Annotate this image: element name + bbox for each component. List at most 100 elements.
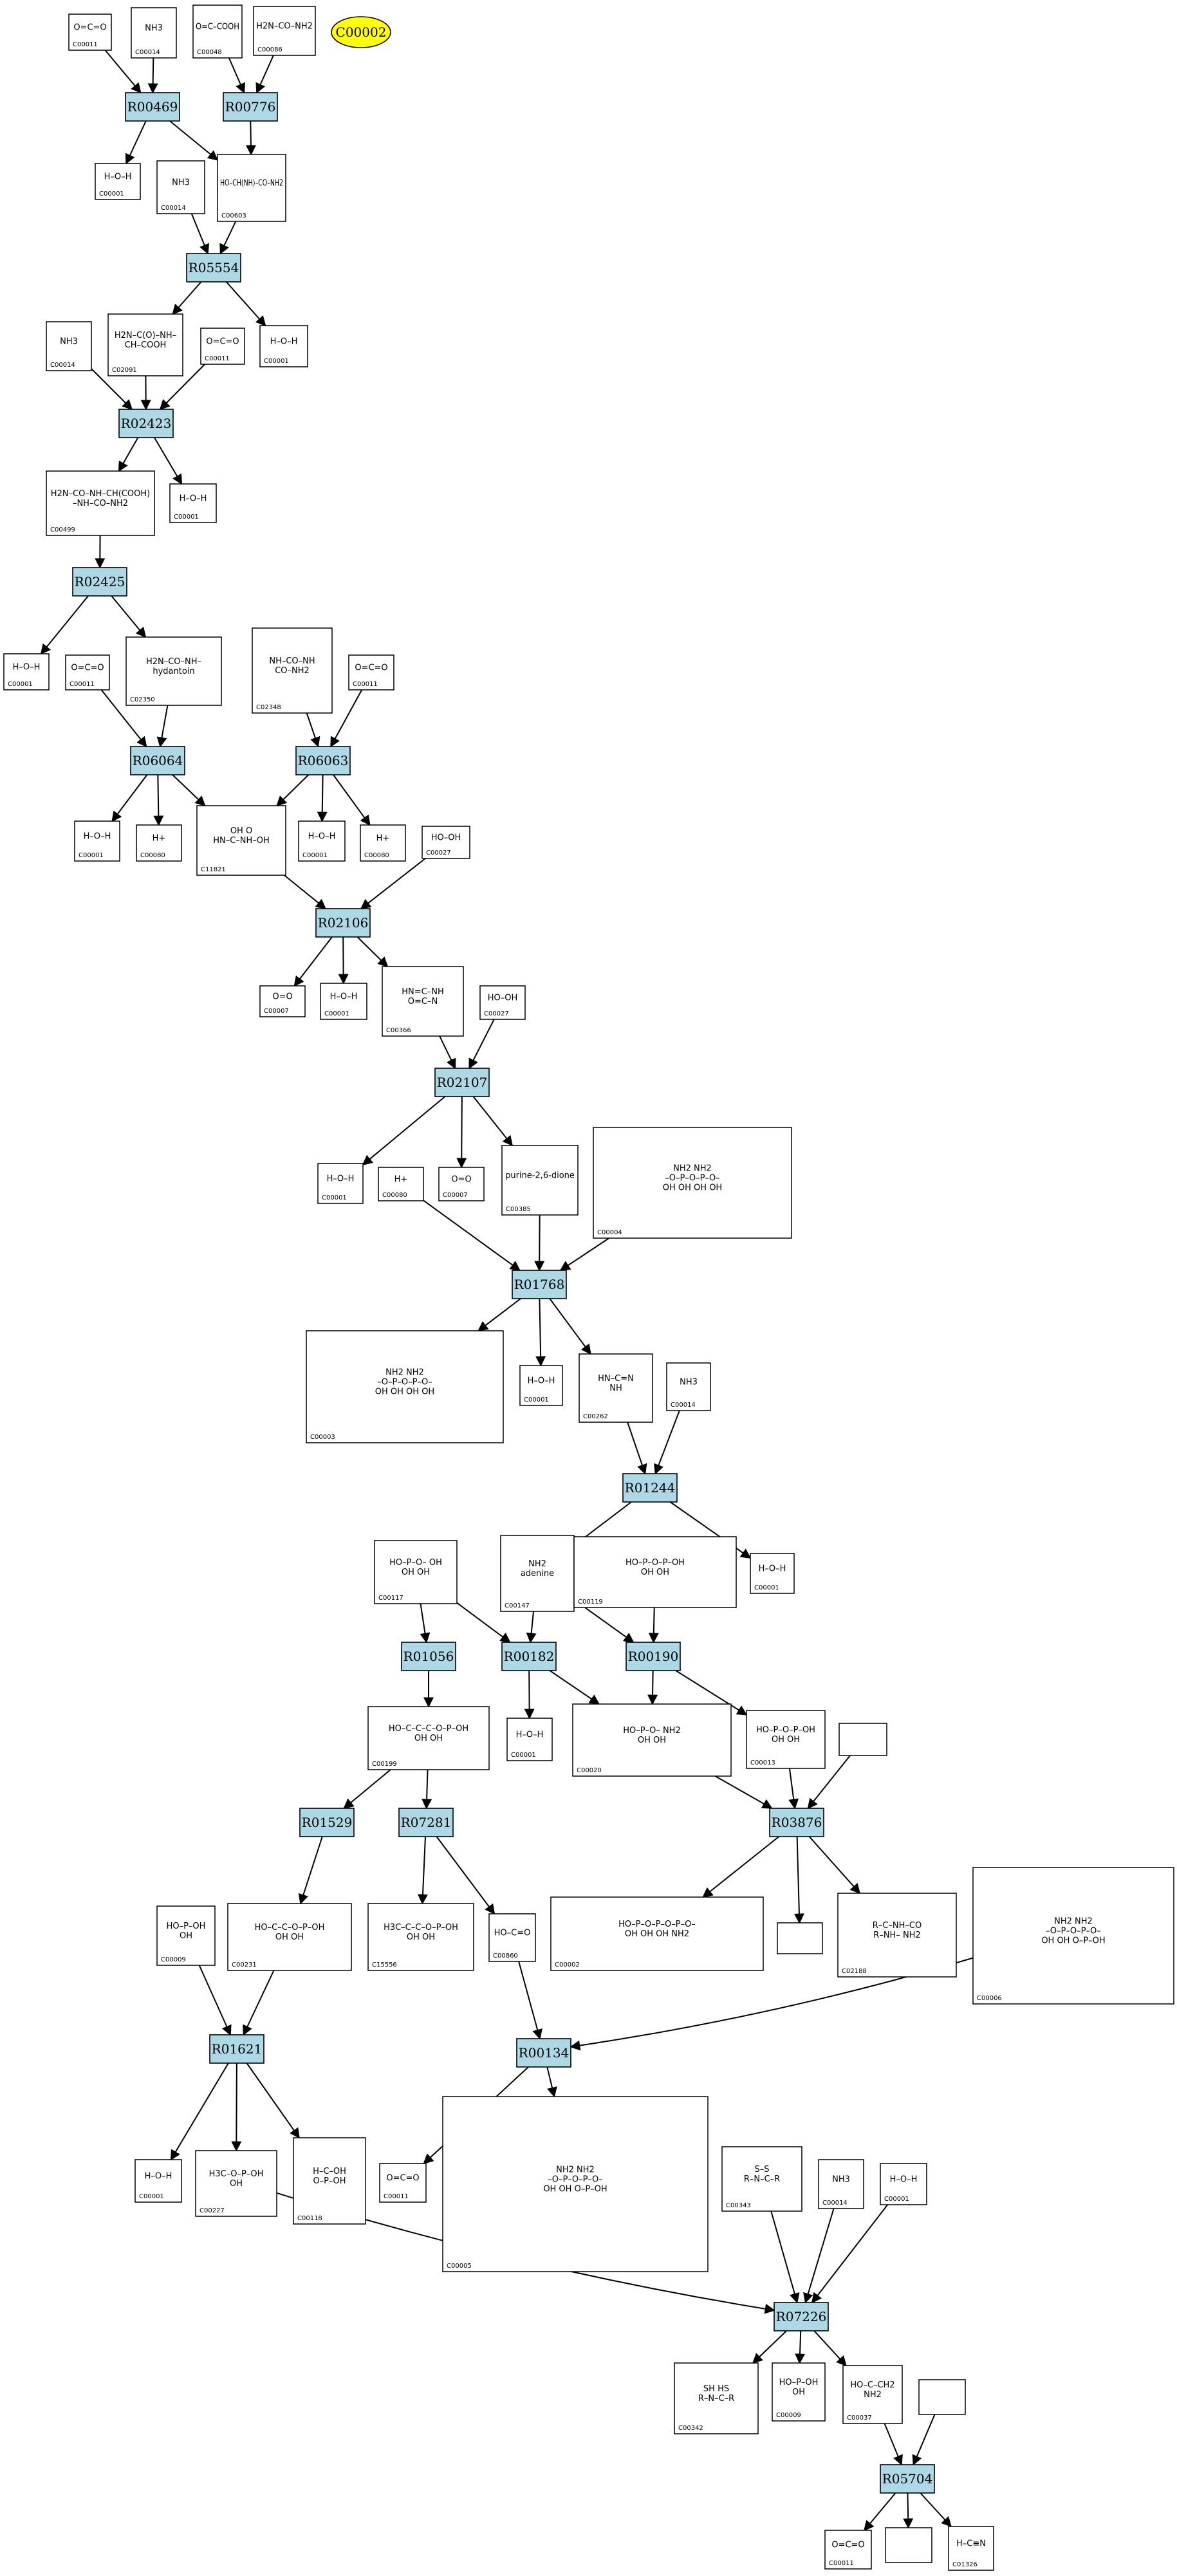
compound-box[interactable] [131,7,177,59]
compound-box[interactable] [367,1706,490,1770]
reaction-box[interactable] [130,746,185,775]
compound-box[interactable] [818,2159,864,2209]
compound-box[interactable] [253,6,316,56]
compound-box[interactable] [252,627,333,714]
compound-blank-n4[interactable] [918,2379,966,2415]
reaction-box[interactable] [774,2302,829,2331]
compound-box[interactable] [298,820,346,862]
compound-box[interactable] [348,654,394,690]
reaction-box[interactable] [769,1808,824,1837]
compound-box[interactable] [107,313,183,376]
compound-box[interactable] [488,1913,536,1962]
compound-box[interactable] [200,328,245,365]
compound-box[interactable] [674,2362,759,2434]
compound-box[interactable] [259,325,308,367]
compound-C00080-h2[interactable]: H+C00080 [378,1167,424,1201]
compound-C00080-f5[interactable]: H+C00080 [360,824,406,862]
compound-box[interactable] [259,985,306,1017]
reaction-box[interactable] [516,2038,571,2068]
reaction-box[interactable] [125,92,180,122]
reaction-box[interactable] [401,1642,456,1671]
compound-box[interactable] [367,1903,474,1971]
compound-box[interactable] [156,160,205,214]
compound-box[interactable] [306,1330,504,1443]
reaction-box[interactable] [223,92,278,122]
compound-box[interactable] [721,2146,802,2212]
compound-box[interactable] [169,483,217,523]
reaction-box[interactable] [512,1270,567,1299]
compound-box[interactable] [479,985,526,1020]
reaction-box[interactable] [315,908,371,938]
compound-box[interactable] [501,1145,579,1216]
compound-box[interactable] [772,2362,826,2422]
compound-blank-o2[interactable] [885,2527,932,2563]
reaction-R02425[interactable]: R02425 [72,567,127,597]
compound-box[interactable] [750,1553,795,1594]
compound-box[interactable] [134,2159,182,2203]
compound-box[interactable] [666,1362,711,1411]
compound-box[interactable] [438,1167,485,1201]
reaction-R02423[interactable]: R02423 [118,409,174,438]
compound-box[interactable] [593,1127,792,1239]
reaction-box[interactable] [209,2034,264,2064]
compound-box[interactable] [317,1163,364,1204]
compound-box[interactable] [442,2096,709,2272]
reaction-box[interactable] [186,253,241,283]
reaction-R02106[interactable]: R02106 [315,908,371,938]
reaction-R00134[interactable]: R00134 [516,2038,571,2068]
compound-box[interactable] [422,826,470,859]
compound-box[interactable] [824,2530,872,2570]
reaction-R00190[interactable]: R00190 [626,1642,681,1671]
compound-box[interactable] [360,824,406,862]
compound-box[interactable] [46,321,92,371]
compound-box[interactable] [506,1718,553,1761]
compound-box[interactable] [519,1365,563,1406]
reaction-box[interactable] [299,1808,355,1837]
reaction-R06064[interactable]: R06064 [130,746,185,775]
reaction-box[interactable] [295,746,351,775]
reaction-R00776[interactable]: R00776 [223,92,278,122]
compound-box[interactable] [74,820,120,862]
compound-box[interactable] [839,1723,887,1756]
reaction-box[interactable] [880,2464,935,2494]
compound-box[interactable] [918,2379,966,2415]
reaction-R01621[interactable]: R01621 [209,2034,264,2064]
compound-box[interactable] [196,805,286,876]
reaction-R02107[interactable]: R02107 [434,1068,490,1097]
reaction-R06063[interactable]: R06063 [295,746,351,775]
compound-box[interactable] [948,2526,994,2571]
compound-C00080-f2[interactable]: H+C00080 [136,824,182,862]
compound-box[interactable] [195,2150,277,2217]
reaction-R01244[interactable]: R01244 [622,1473,678,1503]
compound-box[interactable] [68,14,112,51]
